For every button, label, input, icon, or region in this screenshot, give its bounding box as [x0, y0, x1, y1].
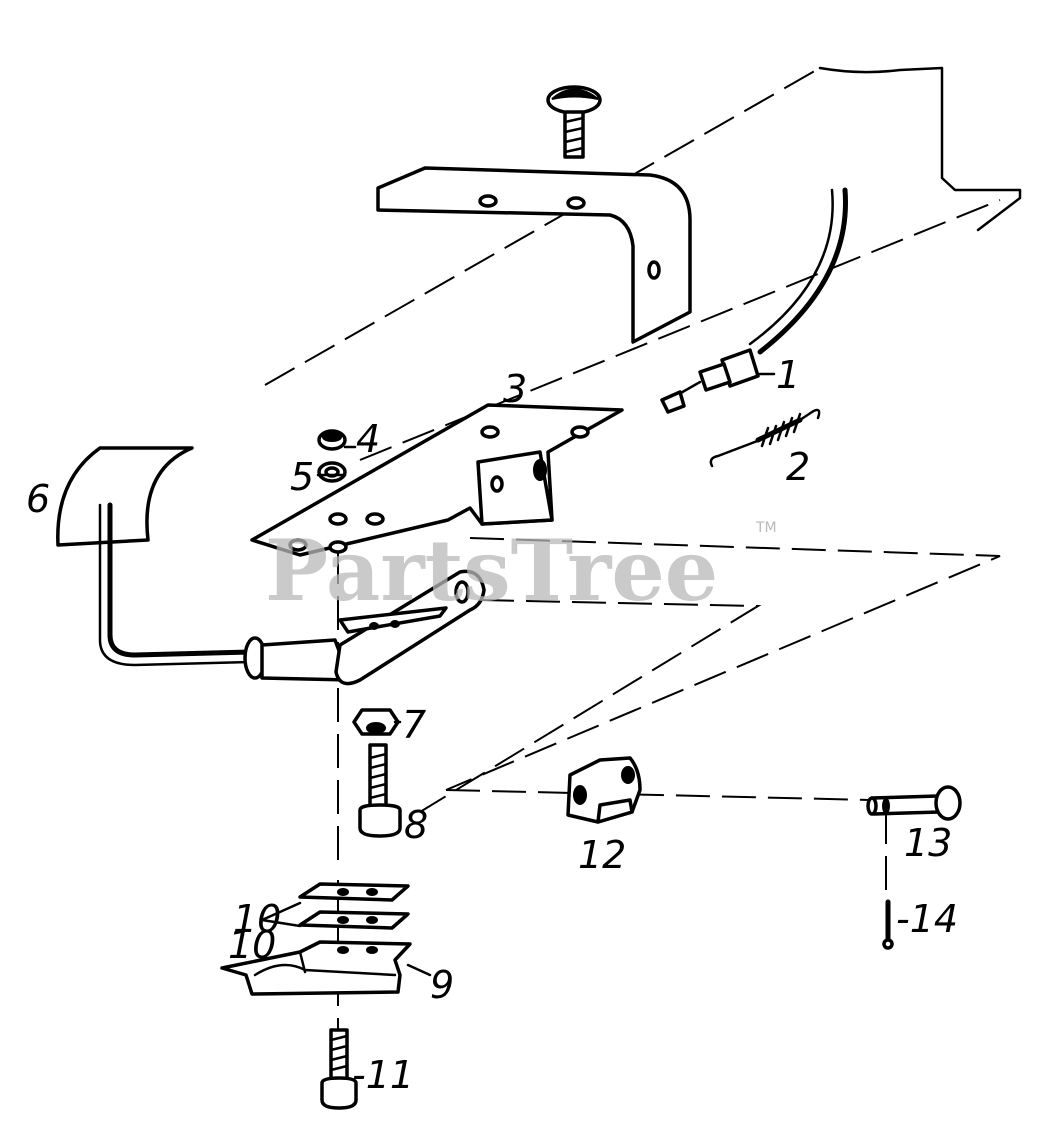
callout-3: 3 [503, 367, 527, 411]
leader-lines [260, 372, 776, 977]
clevis-pin [866, 785, 962, 821]
callout-8: 8 [404, 803, 428, 847]
callout-14: -14 [896, 897, 958, 941]
hex-bolt-8 [358, 743, 402, 838]
watermark-text: PartsTree [265, 521, 718, 620]
callout-7: 7 [402, 703, 426, 747]
callout-4: 4 [356, 417, 380, 461]
hex-bolt-11 [320, 1028, 358, 1110]
pedal-bracket-plate [250, 403, 624, 557]
shim-plates [298, 882, 410, 930]
clevis-block [566, 756, 642, 824]
callout-5: 5 [290, 455, 314, 499]
lock-washer-5 [317, 461, 347, 483]
frame-corner [818, 66, 1022, 232]
callout-1: 1 [776, 353, 800, 397]
callout-labels: 1 2 3 4 5 6 7 8 9 10 10 -11 12 13 -14 [26, 353, 958, 1097]
hex-nut-4 [317, 429, 347, 451]
callout-10-lower: 10 [228, 923, 276, 967]
control-cable [660, 187, 848, 414]
callout-12: 12 [578, 833, 626, 877]
clamp-bracket [220, 940, 412, 996]
callout-11: -11 [352, 1053, 414, 1097]
watermark-trademark: TM [755, 520, 777, 536]
cotter-pin [882, 899, 894, 950]
watermark: PartsTree TM [265, 520, 777, 620]
hex-nut-7 [352, 708, 400, 736]
carriage-bolt-top [546, 85, 602, 159]
callout-9: 9 [430, 963, 454, 1007]
angle-bracket [376, 166, 692, 344]
callout-6: 6 [26, 477, 50, 521]
brake-pedal [56, 446, 486, 686]
tension-spring [709, 408, 821, 468]
callout-13: 13 [904, 821, 952, 865]
callout-2: 2 [786, 445, 810, 489]
callout-10-upper: 10 [233, 897, 281, 941]
